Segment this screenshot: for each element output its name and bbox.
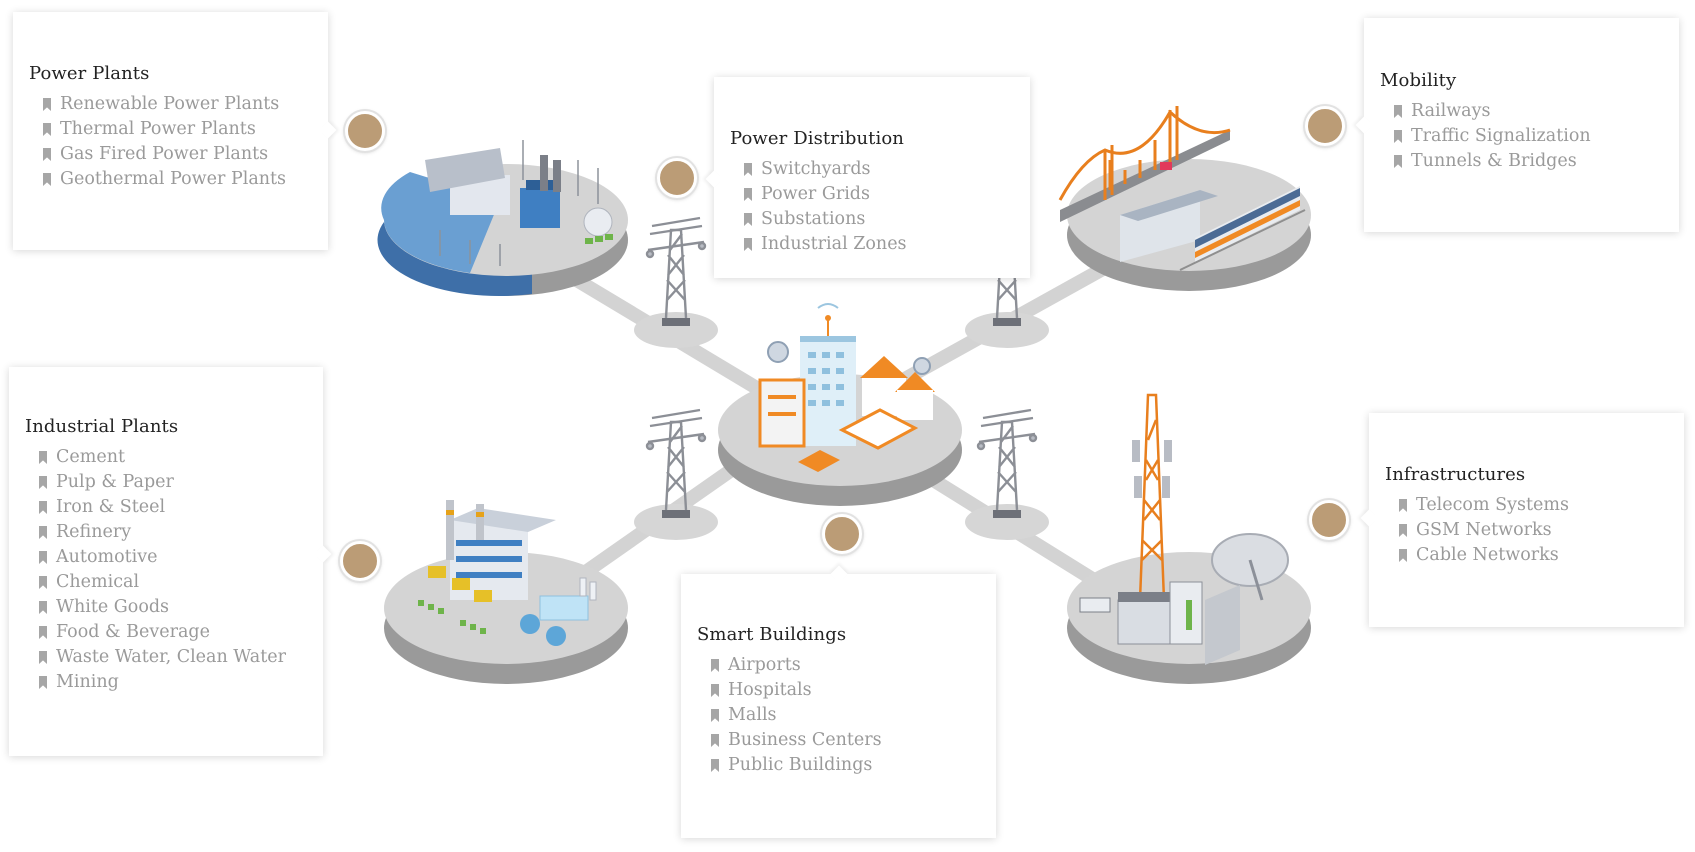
list-item: Airports xyxy=(711,653,980,678)
list-item: Switchyards xyxy=(744,157,1014,182)
item-list: Cement Pulp & Paper Iron & Steel Refiner… xyxy=(25,445,307,695)
city-hub-illustration xyxy=(718,303,962,506)
list-item: Chemical xyxy=(39,570,307,595)
list-item: Geothermal Power Plants xyxy=(43,167,312,192)
list-item: Business Centers xyxy=(711,728,980,753)
card-title: Infrastructures xyxy=(1385,464,1526,485)
bookmark-icon xyxy=(43,148,51,161)
hotspot-dot-smart-buildings[interactable] xyxy=(822,514,862,554)
bookmark-icon xyxy=(39,501,47,514)
list-item: Automotive xyxy=(39,545,307,570)
list-item: Traffic Signalization xyxy=(1394,124,1663,149)
bookmark-icon xyxy=(43,173,51,186)
list-item: Substations xyxy=(744,207,1014,232)
item-list: Railways Traffic Signalization Tunnels &… xyxy=(1380,99,1663,174)
item-list: Telecom Systems GSM Networks Cable Netwo… xyxy=(1385,493,1668,568)
bookmark-icon xyxy=(1399,549,1407,562)
list-item: Hospitals xyxy=(711,678,980,703)
power-distribution-card: Power Distribution Switchyards Power Gri… xyxy=(714,77,1030,278)
list-item: Power Grids xyxy=(744,182,1014,207)
list-item: Public Buildings xyxy=(711,753,980,778)
list-item: Mining xyxy=(39,670,307,695)
industrial-plants-card: Industrial Plants Cement Pulp & Paper Ir… xyxy=(9,367,323,756)
telecom-tower-illustration xyxy=(1067,393,1311,684)
card-title: Power Distribution xyxy=(730,128,904,149)
power-plants-card: Power Plants Renewable Power Plants Ther… xyxy=(13,12,328,250)
list-item: Telecom Systems xyxy=(1399,493,1668,518)
item-list: Switchyards Power Grids Substations Indu… xyxy=(730,157,1014,257)
bookmark-icon xyxy=(711,734,719,747)
list-item: Tunnels & Bridges xyxy=(1394,149,1663,174)
bookmark-icon xyxy=(39,651,47,664)
bookmark-icon xyxy=(39,551,47,564)
bookmark-icon xyxy=(43,98,51,111)
bookmark-icon xyxy=(744,238,752,251)
list-item: Gas Fired Power Plants xyxy=(43,142,312,167)
mobility-card: Mobility Railways Traffic Signalization … xyxy=(1364,18,1679,232)
card-title: Smart Buildings xyxy=(697,624,847,645)
bridge-train-illustration xyxy=(1058,106,1311,291)
bookmark-icon xyxy=(39,576,47,589)
card-title: Industrial Plants xyxy=(25,416,179,437)
list-item: Cement xyxy=(39,445,307,470)
bookmark-icon xyxy=(43,123,51,136)
smart-buildings-card: Smart Buildings Airports Hospitals Malls… xyxy=(681,574,996,838)
list-item: Food & Beverage xyxy=(39,620,307,645)
item-list: Renewable Power Plants Thermal Power Pla… xyxy=(29,92,312,192)
hotspot-dot-mobility[interactable] xyxy=(1305,106,1345,146)
infrastructures-card: Infrastructures Telecom Systems GSM Netw… xyxy=(1369,413,1684,627)
list-item: Cable Networks xyxy=(1399,543,1668,568)
list-item: Malls xyxy=(711,703,980,728)
list-item: Industrial Zones xyxy=(744,232,1014,257)
list-item: Refinery xyxy=(39,520,307,545)
list-item: Renewable Power Plants xyxy=(43,92,312,117)
bookmark-icon xyxy=(711,659,719,672)
bookmark-icon xyxy=(744,188,752,201)
bookmark-icon xyxy=(39,476,47,489)
list-item: Thermal Power Plants xyxy=(43,117,312,142)
bookmark-icon xyxy=(39,626,47,639)
bookmark-icon xyxy=(1394,105,1402,118)
list-item: GSM Networks xyxy=(1399,518,1668,543)
hotspot-dot-power-distribution[interactable] xyxy=(657,158,697,198)
list-item: Waste Water, Clean Water xyxy=(39,645,307,670)
bookmark-icon xyxy=(1394,155,1402,168)
bookmark-icon xyxy=(39,676,47,689)
bookmark-icon xyxy=(711,684,719,697)
bookmark-icon xyxy=(711,759,719,772)
item-list: Airports Hospitals Malls Business Center… xyxy=(697,653,980,778)
hotspot-dot-infrastructures[interactable] xyxy=(1309,500,1349,540)
hotspot-dot-industrial-plants[interactable] xyxy=(340,541,380,581)
power-plant-illustration xyxy=(377,140,628,297)
card-title: Mobility xyxy=(1380,70,1457,91)
bookmark-icon xyxy=(39,601,47,614)
bookmark-icon xyxy=(1399,524,1407,537)
list-item: Railways xyxy=(1394,99,1663,124)
bookmark-icon xyxy=(744,163,752,176)
bookmark-icon xyxy=(1399,499,1407,512)
hotspot-dot-power-plants[interactable] xyxy=(345,111,385,151)
bookmark-icon xyxy=(711,709,719,722)
factory-illustration xyxy=(384,500,628,684)
bookmark-icon xyxy=(1394,130,1402,143)
bookmark-icon xyxy=(744,213,752,226)
bookmark-icon xyxy=(39,526,47,539)
bookmark-icon xyxy=(39,451,47,464)
tower-bases xyxy=(634,312,1049,540)
list-item: Iron & Steel xyxy=(39,495,307,520)
list-item: Pulp & Paper xyxy=(39,470,307,495)
card-title: Power Plants xyxy=(29,63,150,84)
list-item: White Goods xyxy=(39,595,307,620)
